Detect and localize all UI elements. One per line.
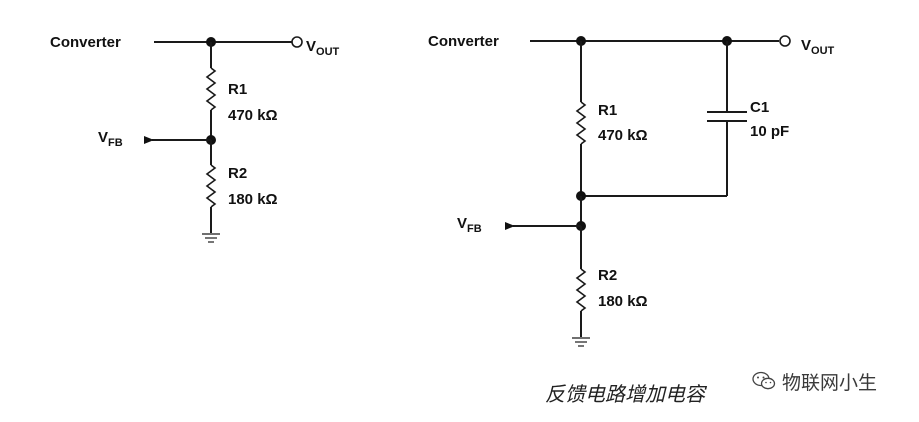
right-vout-label: VOUT	[801, 37, 835, 57]
left-vfb-label: VFB	[98, 129, 123, 149]
right-converter-label: Converter	[428, 33, 499, 50]
right-r2-value: 180 kΩ	[598, 293, 648, 310]
left-r1-value: 470 kΩ	[228, 107, 278, 124]
figure-caption: 反馈电路增加电容	[545, 382, 705, 406]
left-circuit: Converter VOUT R1 470 kΩ VFB R2 180 kΩ	[50, 34, 340, 243]
left-r2-value: 180 kΩ	[228, 191, 278, 208]
left-r1-name: R1	[228, 81, 247, 98]
left-r2-resistor	[205, 164, 217, 208]
left-converter-label: Converter	[50, 34, 121, 51]
right-r2-resistor	[575, 268, 587, 312]
right-vfb-label: VFB	[457, 215, 482, 235]
watermark: 物联网小生	[752, 366, 877, 396]
right-circuit: Converter VOUT R1 470 kΩ C1 10 pF VFB R2…	[428, 33, 835, 347]
right-c1-value: 10 pF	[750, 123, 789, 140]
right-output-terminal	[779, 35, 791, 47]
right-r1-resistor	[575, 101, 587, 145]
right-r2-name: R2	[598, 267, 617, 284]
right-c1-name: C1	[750, 99, 769, 116]
left-output-terminal	[291, 36, 303, 48]
wechat-icon	[752, 371, 776, 390]
left-r2-name: R2	[228, 165, 247, 182]
left-vout-label: VOUT	[306, 38, 340, 58]
left-r1-resistor	[205, 67, 217, 111]
watermark-text: 物联网小生	[782, 371, 878, 394]
right-r1-name: R1	[598, 102, 617, 119]
left-ground-symbol	[202, 233, 220, 243]
right-r1-value: 470 kΩ	[598, 127, 648, 144]
right-ground-symbol	[572, 337, 590, 347]
